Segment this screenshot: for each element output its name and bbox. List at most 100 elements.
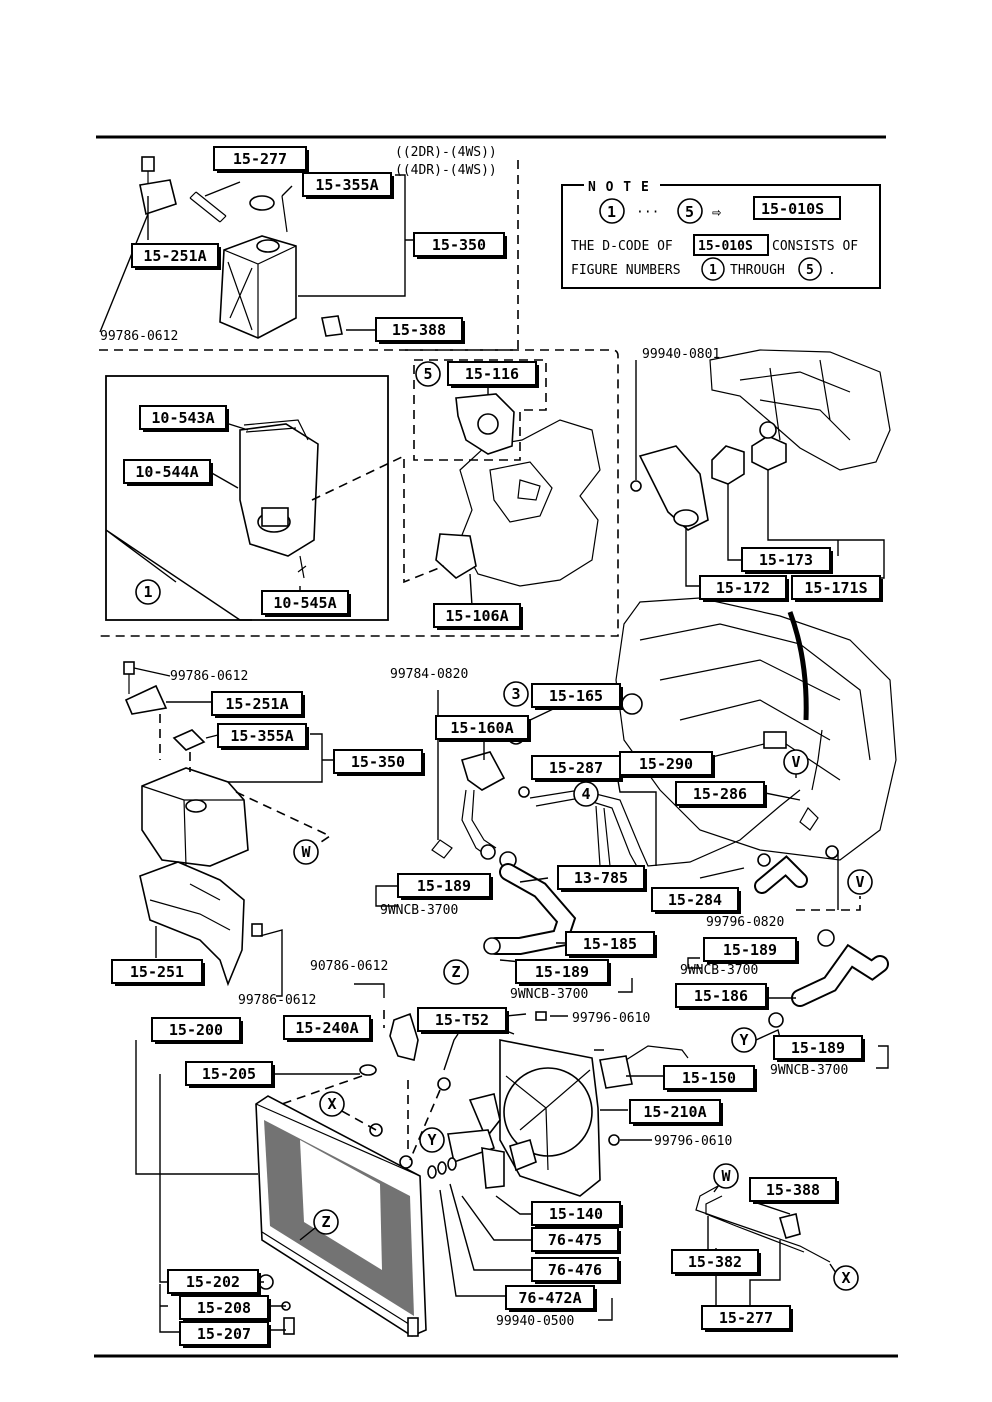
section-divider-mid <box>98 349 619 637</box>
figure-number-text: 5 <box>423 365 432 383</box>
part-label-text: 15-171S <box>804 579 867 597</box>
part-label-text: 15-189 <box>417 877 471 895</box>
note-fig-5: 5 <box>806 263 814 278</box>
part-label-box: 15-189 <box>397 873 493 900</box>
part-label-text: 76-475 <box>548 1231 602 1249</box>
note-line1-code: 15-010S <box>698 239 753 254</box>
part-label-box: 15-277 <box>701 1305 793 1332</box>
part-label-box: 15-205 <box>185 1061 275 1088</box>
part-label-text: 15-205 <box>202 1065 256 1083</box>
overflow-hose-sketch <box>695 1185 831 1263</box>
part-label-text: 76-476 <box>548 1261 602 1279</box>
part-label-box: 13-785 <box>557 865 647 892</box>
part-label-text: 15-160A <box>450 719 513 737</box>
part-label-box: 15-116 <box>447 361 539 388</box>
bolt-code: 9WNCB-3700 <box>770 1063 848 1078</box>
note-range-to: 5 <box>685 203 694 221</box>
part-label-text: 15-189 <box>723 941 777 959</box>
radiator-dash <box>281 1010 441 1161</box>
bolt-code: 9WNCB-3700 <box>510 987 588 1002</box>
bolt-code: 99786-0612 <box>170 669 248 684</box>
connector-letter: W <box>713 1163 739 1189</box>
part-label-text: 15-350 <box>351 753 405 771</box>
bolt-code: 99784-0820 <box>390 667 468 682</box>
part-label-box: 15-202 <box>167 1269 261 1296</box>
part-label-box: 15-388 <box>749 1177 839 1204</box>
part-label-box: 15-160A <box>435 715 531 742</box>
part-label-box: 15-251A <box>211 691 305 718</box>
note-line2-post: . <box>828 263 836 278</box>
connector-letter: V <box>847 869 873 895</box>
part-label-text: 15-208 <box>197 1299 251 1317</box>
part-label-box: 10-543A <box>139 405 229 432</box>
part-label-box: 15-189 <box>703 937 799 964</box>
part-labels-layer: 15-277 15-355A 15-251A 15-350 15-388 15-116 10… <box>111 146 883 1348</box>
part-label-box: 15-171S <box>791 575 883 602</box>
note-line1-pre: THE D-CODE OF <box>571 239 673 254</box>
connector-letter-text: W <box>301 843 311 861</box>
fig1-dash-link <box>311 454 445 584</box>
bolt-code: 99940-0801 <box>642 347 720 362</box>
connector-letter-text: Y <box>739 1031 748 1049</box>
connector-letter: Z <box>313 1209 339 1235</box>
engine-sketch <box>615 597 897 861</box>
variant-4dr-4ws: ((4DR)-(4WS)) <box>395 163 497 178</box>
bolt-code: 9WNCB-3700 <box>380 903 458 918</box>
part-label-text: 15-165 <box>549 687 603 705</box>
figure-number-text: 4 <box>581 785 590 803</box>
part-label-text: 15-172 <box>716 579 770 597</box>
connector-letter: Y <box>731 1027 757 1053</box>
connector-letter: V <box>783 749 809 775</box>
note-line1-post: CONSISTS OF <box>772 239 858 254</box>
connector-letter: W <box>293 839 319 865</box>
part-label-text: 15-355A <box>315 176 378 194</box>
part-label-box: 76-475 <box>531 1227 621 1254</box>
part-label-box: 15-165 <box>531 683 623 710</box>
bolt-code: 90786-0612 <box>310 959 388 974</box>
figure-number: 4 <box>573 781 599 807</box>
bolt-code: 99786-0612 <box>100 329 178 344</box>
bolt-code: 99796-0820 <box>706 915 784 930</box>
leader-lines-top <box>147 174 414 297</box>
part-label-box: 15-189 <box>773 1035 865 1062</box>
part-label-box: 15-284 <box>651 887 741 914</box>
note-line2-mid: THROUGH <box>730 263 785 278</box>
note-title: N O T E <box>588 180 650 195</box>
part-label-box: 15-173 <box>741 547 833 574</box>
connector-letter-text: X <box>841 1269 850 1287</box>
part-label-box: 76-472A <box>505 1285 597 1312</box>
thermostat-sketch <box>630 349 891 531</box>
part-label-text: 10-544A <box>135 463 198 481</box>
figure-number: 3 <box>503 681 529 707</box>
section-divider-top <box>98 160 519 351</box>
part-label-box: 15-290 <box>619 751 715 778</box>
part-label-box: 10-545A <box>261 590 351 617</box>
part-label-text: 15-290 <box>639 755 693 773</box>
part-label-text: 15-140 <box>549 1205 603 1223</box>
note-fig-1: 1 <box>709 263 717 278</box>
part-label-text: 76-472A <box>518 1289 581 1307</box>
part-label-box: 15-287 <box>531 755 623 782</box>
figure-number: 1 <box>135 579 161 605</box>
part-label-text: 15-240A <box>295 1019 358 1037</box>
bolt-code: 9WNCB-3700 <box>680 963 758 978</box>
part-label-box: 15-286 <box>675 781 767 808</box>
part-label-box: 15-172 <box>699 575 789 602</box>
part-label-box: 15-207 <box>179 1321 271 1348</box>
part-label-box: 15-350 <box>413 232 507 259</box>
part-label-text: 15-388 <box>766 1181 820 1199</box>
part-label-text: 15-116 <box>465 365 519 383</box>
part-label-text: 15-251 <box>130 963 184 981</box>
fig1-bracket <box>105 529 252 621</box>
part-label-box: 15-240A <box>283 1015 373 1042</box>
note-range-from: 1 <box>607 203 616 221</box>
water-pump-sketch <box>105 359 601 621</box>
connector-letter-text: Z <box>321 1213 330 1231</box>
part-label-box: 15-277 <box>213 146 309 173</box>
part-label-text: 15-210A <box>643 1103 706 1121</box>
reserve-tank-sketch <box>123 661 263 987</box>
bolt-code: 99940-0500 <box>496 1314 574 1329</box>
connector-letter: X <box>833 1265 859 1291</box>
connector-letter: Z <box>443 959 469 985</box>
figure-number-text: 1 <box>143 583 152 601</box>
